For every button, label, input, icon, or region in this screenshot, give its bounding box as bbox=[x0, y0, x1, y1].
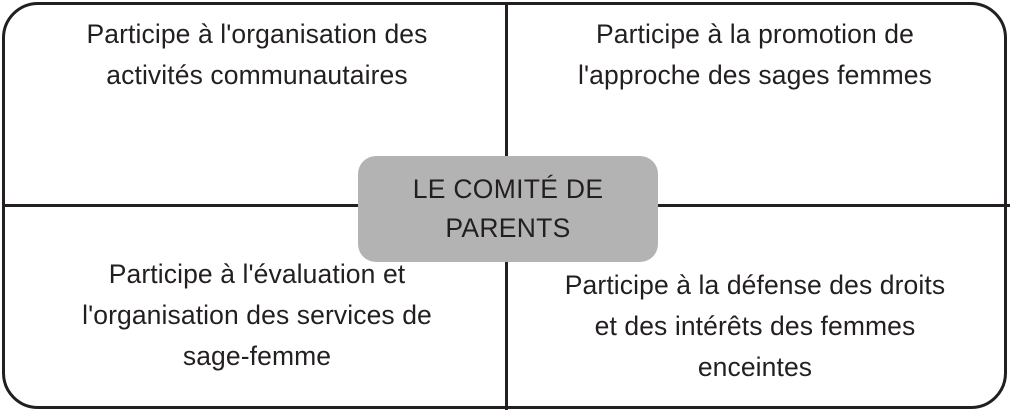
quadrant-bottom-right: Participe à la défense des droits et des… bbox=[520, 265, 990, 405]
quadrant-top-left: Participe à l'organisation des activités… bbox=[22, 14, 492, 194]
vertical-divider-line-bottom bbox=[505, 206, 508, 410]
quadrant-top-right: Participe à la promotion de l'approche d… bbox=[520, 14, 990, 194]
quadrant-bottom-right-text: Participe à la défense des droits et des… bbox=[564, 270, 946, 382]
vertical-divider-line-top bbox=[505, 3, 508, 205]
center-node-comite-de-parents: LE COMITÉ DE PARENTS bbox=[358, 156, 658, 262]
quadrant-top-right-text: Participe à la promotion de l'approche d… bbox=[578, 19, 932, 90]
quadrant-bottom-left: Participe à l'évaluation et l'organisati… bbox=[22, 254, 492, 404]
quadrant-top-left-text: Participe à l'organisation des activités… bbox=[86, 19, 428, 90]
quadrant-bottom-left-text: Participe à l'évaluation et l'organisati… bbox=[82, 259, 432, 371]
center-node-label: LE COMITÉ DE PARENTS bbox=[412, 174, 604, 243]
